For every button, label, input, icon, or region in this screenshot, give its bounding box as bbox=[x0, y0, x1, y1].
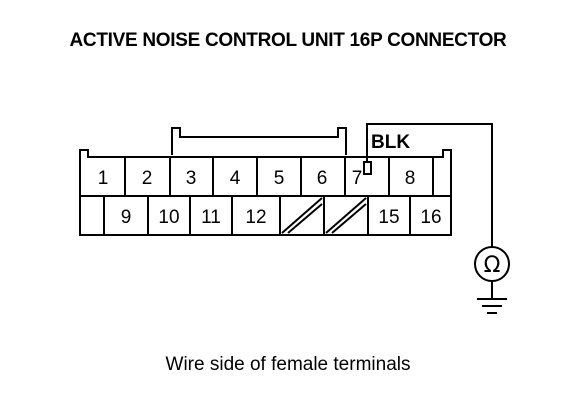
unused-cavity bbox=[325, 197, 367, 234]
connector-housing bbox=[79, 149, 452, 236]
test-probe bbox=[363, 161, 372, 175]
pin-number: 11 bbox=[201, 207, 221, 228]
connector-lock-tab bbox=[171, 127, 347, 155]
pin-number: 6 bbox=[317, 168, 328, 189]
pin-number: 15 bbox=[378, 207, 399, 228]
test-lead-wire bbox=[366, 123, 493, 247]
pin-number: 10 bbox=[158, 207, 179, 228]
pin-number: 2 bbox=[142, 168, 153, 189]
pin-number: 5 bbox=[274, 168, 285, 189]
pin-number: 7 bbox=[352, 168, 363, 189]
unused-cavity bbox=[281, 197, 323, 234]
page-title: ACTIVE NOISE CONTROL UNIT 16P CONNECTOR bbox=[69, 30, 507, 51]
pin-number: 8 bbox=[405, 168, 416, 189]
wire-color-label: BLK bbox=[371, 132, 410, 153]
pin-number: 12 bbox=[245, 207, 266, 228]
pin-number: 16 bbox=[420, 207, 441, 228]
diagram-caption: Wire side of female terminals bbox=[165, 354, 411, 375]
ohm-symbol: Ω bbox=[484, 253, 501, 278]
pin-number: 4 bbox=[230, 168, 241, 189]
ground-icon bbox=[477, 298, 507, 314]
pin-number: 9 bbox=[121, 207, 132, 228]
pin-number: 1 bbox=[98, 168, 109, 189]
pin-number: 3 bbox=[186, 168, 197, 189]
